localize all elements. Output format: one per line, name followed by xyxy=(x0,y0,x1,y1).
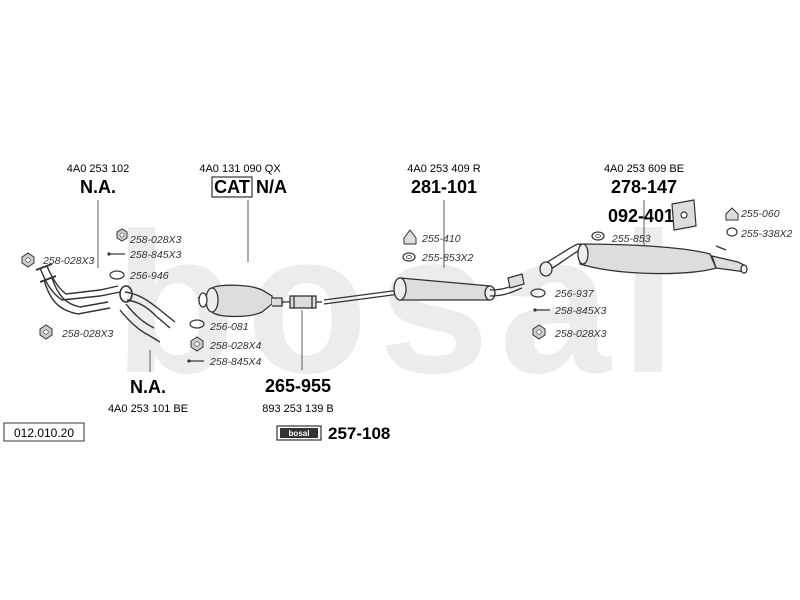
middle-pipe-code: 265-955 xyxy=(265,376,331,396)
center-box-code: 281-101 xyxy=(411,177,477,197)
kit-code: 257-108 xyxy=(328,424,390,443)
gasket-icon xyxy=(189,319,205,329)
spring-icon xyxy=(726,227,738,237)
kit-box-icon: bosal xyxy=(276,425,322,441)
part-label: 256-946 xyxy=(129,270,169,282)
part-label: 258-028X3 xyxy=(554,328,607,340)
clamp-icon xyxy=(282,295,322,309)
front-left-code: N.A. xyxy=(80,177,116,197)
center-box-oe: 4A0 253 409 R xyxy=(407,163,480,175)
center-box-drawing xyxy=(323,277,523,305)
nut-icon xyxy=(21,252,35,268)
part-label: 258-845X3 xyxy=(129,249,182,261)
part-label: 255-853X2 xyxy=(421,252,474,264)
clamp-icon xyxy=(507,273,525,289)
part-label: 258-845X4 xyxy=(209,356,262,368)
catalyst-oe: 4A0 131 090 QX xyxy=(199,163,281,175)
part-label: 256-937 xyxy=(554,288,595,300)
catalyst-code: N/A xyxy=(256,177,287,197)
front-lower-pipe-drawing xyxy=(119,285,176,343)
spring-icon xyxy=(591,231,605,241)
rubber-hanger-icon xyxy=(725,207,739,221)
gasket-icon xyxy=(109,270,125,280)
nut-icon xyxy=(116,228,128,242)
bolt-icon xyxy=(107,252,125,256)
rear-box-oe: 4A0 253 609 BE xyxy=(604,163,684,175)
kit-logo: bosal xyxy=(289,429,310,438)
rubber-hanger-icon xyxy=(403,229,417,245)
spring-icon xyxy=(402,252,416,262)
part-label: 258-028X4 xyxy=(209,340,262,352)
part-label: 255-338X2 xyxy=(740,228,793,240)
gasket-icon xyxy=(530,288,546,298)
rear-box-drawing xyxy=(539,243,748,277)
part-label: 255-410 xyxy=(421,233,461,245)
part-label: 258-028X3 xyxy=(129,234,182,246)
catalyst-drawing xyxy=(197,284,283,318)
part-label: 255-060 xyxy=(740,208,780,220)
diagram-id-box xyxy=(3,422,85,442)
part-label: 255-853 xyxy=(611,233,651,245)
rear-box-code: 278-147 xyxy=(611,177,677,197)
bolt-icon xyxy=(187,359,204,363)
cat-box xyxy=(211,176,253,198)
diagram-id: 012.010.20 xyxy=(14,426,74,440)
part-label: 258-028X3 xyxy=(61,328,114,340)
cat-label: CAT xyxy=(214,177,250,197)
mount-code: 092-401 xyxy=(608,206,674,226)
front-lower-code: N.A. xyxy=(130,377,166,397)
nut-icon xyxy=(190,336,204,352)
part-label: 256-081 xyxy=(209,321,249,333)
bolt-icon xyxy=(533,308,550,312)
front-pipe-drawing xyxy=(35,263,121,315)
nut-icon xyxy=(532,324,546,340)
rubber-mount-icon xyxy=(671,199,697,231)
part-label: 258-845X3 xyxy=(554,305,607,317)
front-left-oe: 4A0 253 102 xyxy=(67,163,129,175)
front-lower-oe: 4A0 253 101 BE xyxy=(108,403,188,415)
middle-pipe-oe: 893 253 139 B xyxy=(262,403,334,415)
part-label: 258-028X3 xyxy=(42,255,95,267)
nut-icon xyxy=(39,324,53,340)
